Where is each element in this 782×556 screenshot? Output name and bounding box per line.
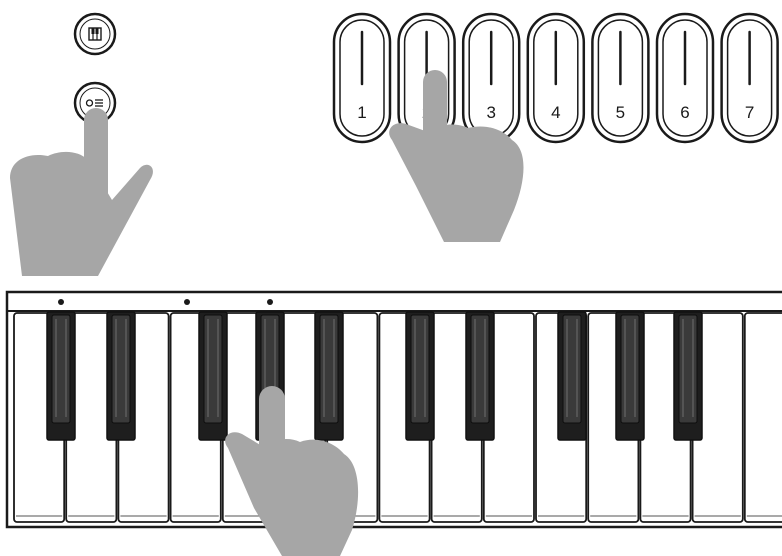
black-key[interactable]	[615, 311, 645, 441]
black-key[interactable]	[46, 311, 76, 441]
track-number: 1	[357, 103, 366, 122]
keyboard-mode-button[interactable]	[73, 12, 117, 56]
black-key[interactable]	[314, 311, 344, 441]
track-number: 7	[745, 103, 754, 122]
toggle-list-icon	[85, 99, 103, 107]
track-number: 3	[486, 103, 495, 122]
track-pad-6[interactable]: 6	[655, 12, 715, 144]
black-key[interactable]	[198, 311, 228, 441]
track-pad-1[interactable]: 1	[332, 12, 392, 144]
marker-dots	[58, 299, 273, 305]
black-key[interactable]	[673, 311, 703, 441]
track-pads: 1234567	[332, 12, 779, 144]
piano-keyboard	[5, 290, 782, 529]
white-key[interactable]	[743, 312, 782, 523]
tap-hand-icon	[225, 386, 359, 556]
tap-hand-icon	[10, 108, 153, 276]
black-key[interactable]	[106, 311, 136, 441]
black-key[interactable]	[405, 311, 435, 441]
black-key[interactable]	[557, 311, 587, 441]
tap-hand-icon	[389, 70, 524, 242]
track-number: 6	[680, 103, 689, 122]
track-pad-7[interactable]: 7	[720, 12, 779, 144]
track-pad-4[interactable]: 4	[526, 12, 586, 144]
track-pad-3[interactable]: 3	[461, 12, 521, 144]
piano-keys-icon	[88, 27, 102, 41]
black-key[interactable]	[465, 311, 495, 441]
track-pad-5[interactable]: 5	[591, 12, 650, 144]
track-number: 4	[551, 103, 560, 122]
track-number: 5	[616, 103, 625, 122]
